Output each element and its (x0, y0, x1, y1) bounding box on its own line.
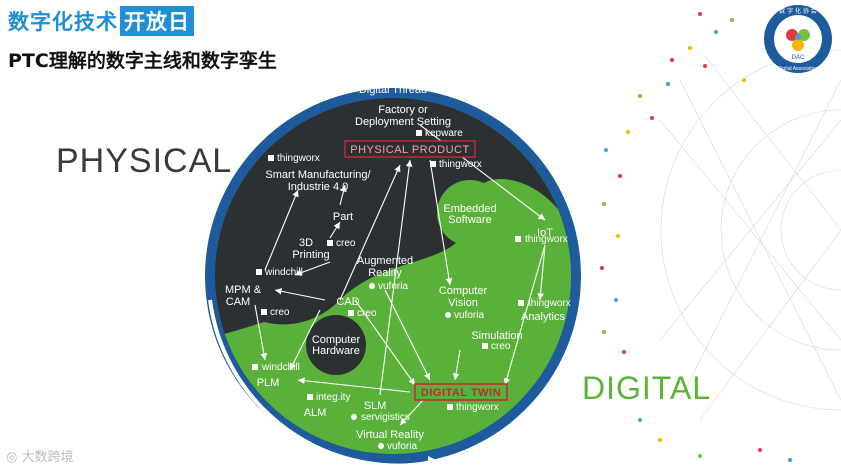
thingworx-icon (447, 404, 453, 410)
creo-icon (327, 240, 333, 246)
association-logo: 数 字 化 协 会 DAC Digital Association (762, 3, 834, 75)
vuforia-icon (369, 283, 375, 289)
brand-thingworx-5: thingworx (456, 402, 499, 413)
ring-label: Digital Thread (359, 84, 427, 96)
servigistics-icon (351, 414, 357, 420)
node-factory-line2: Deployment Setting (355, 116, 451, 128)
digital-twin-label: DIGITAL TWIN (421, 387, 501, 399)
brand-creo-4: creo (491, 341, 511, 352)
digital-side-label: DIGITAL (582, 370, 711, 407)
brand-thingworx-2: thingworx (277, 153, 320, 164)
brand-creo-3: creo (357, 308, 377, 319)
brand-servigistics: servigistics (361, 412, 410, 423)
node-factory-line1: Factory or (378, 104, 428, 116)
node-analytics: Analytics (521, 311, 566, 323)
node-mpm-line2: CAM (226, 296, 250, 308)
kepware-icon (416, 130, 422, 136)
brand-thingworx-3: thingworx (525, 234, 568, 245)
windchill-icon (256, 269, 262, 275)
brand-kepware: kepware (425, 128, 463, 139)
integrity-icon (307, 394, 313, 400)
node-smart-line1: Smart Manufacturing/ (265, 169, 371, 181)
hardware-line2: Hardware (312, 345, 360, 357)
node-cv-line2: Vision (448, 297, 478, 309)
windchill-icon (252, 364, 258, 370)
node-part: Part (333, 211, 353, 223)
brand-thingworx-1: thingworx (439, 159, 482, 170)
node-slm: SLM (364, 400, 387, 412)
physical-product-label: PHYSICAL PRODUCT (350, 144, 469, 156)
watermark: ◎ 大数跨境 (6, 446, 74, 465)
watermark-icon: ◎ (6, 450, 21, 465)
node-printing-line1: 3D (299, 237, 313, 249)
brand-vuforia-2: vuforia (454, 310, 484, 321)
vuforia-icon (445, 312, 451, 318)
node-vr: Virtual Reality (356, 429, 424, 441)
logo-top-text: 数 字 化 协 会 (779, 7, 817, 15)
node-ar-line1: Augmented (357, 255, 413, 267)
decorative-wireframe (660, 50, 841, 420)
brand-thingworx-4: thingworx (528, 298, 571, 309)
node-cv-line1: Computer (439, 285, 488, 297)
node-ar-line2: Reality (368, 267, 402, 279)
brand-windchill-1: windchill (264, 267, 303, 278)
thingworx-icon (515, 236, 521, 242)
thingworx-icon (268, 155, 274, 161)
vuforia-icon (378, 443, 384, 449)
logo-bottom-text: Digital Association (778, 66, 819, 72)
brand-vuforia-1: vuforia (378, 281, 408, 292)
node-plm: PLM (257, 377, 280, 389)
node-smart-line2: Industrie 4.0 (288, 181, 349, 193)
brand-creo-1: creo (336, 238, 356, 249)
node-mpm-line1: MPM & (225, 284, 262, 296)
thingworx-icon (518, 300, 524, 306)
creo-icon (482, 343, 488, 349)
node-printing-line2: Printing (292, 249, 329, 261)
physical-side-label: PHYSICAL (56, 142, 232, 181)
thingworx-icon (430, 161, 436, 167)
brand-vuforia-3: vuforia (387, 441, 417, 452)
brand-integrity: integ.ity (316, 392, 350, 403)
node-alm: ALM (304, 407, 327, 419)
node-cad: CAD (336, 296, 359, 308)
logo-mid-text: DAC (792, 55, 805, 61)
watermark-text: 大数跨境 (21, 450, 73, 465)
embedded-line2: Software (448, 214, 491, 226)
creo-icon (348, 310, 354, 316)
brand-windchill-2: windchill (261, 362, 300, 373)
brand-creo-2: creo (270, 307, 290, 318)
creo-icon (261, 309, 267, 315)
